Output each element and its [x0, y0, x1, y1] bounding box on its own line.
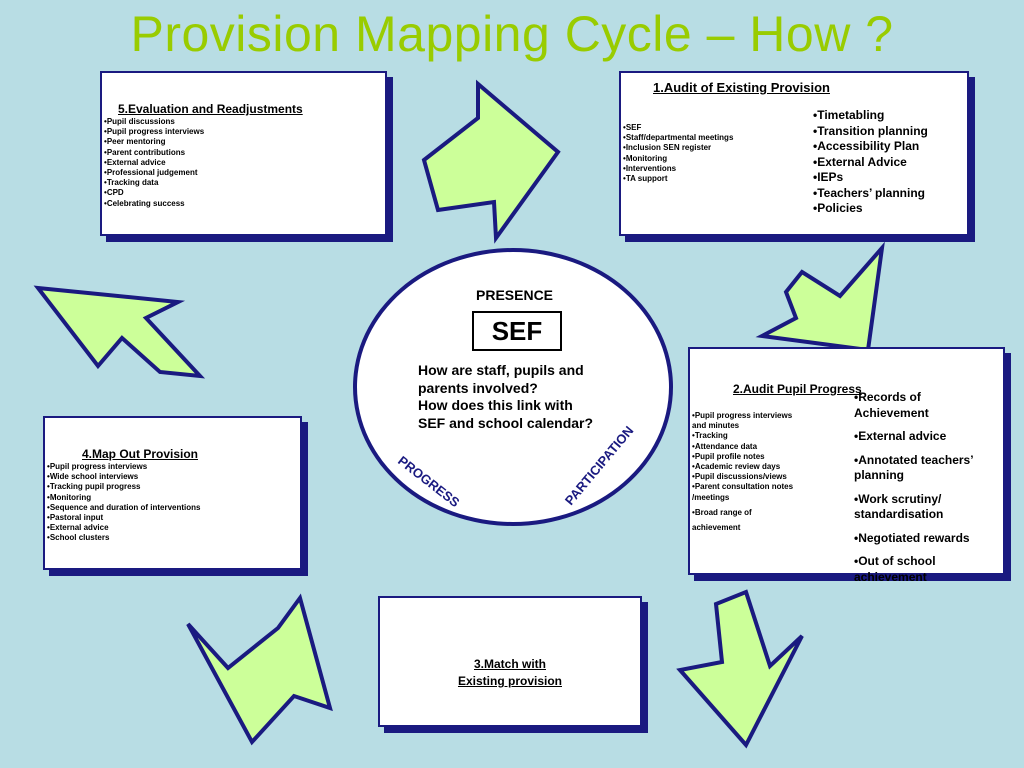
question-line: SEF and school calendar?	[418, 414, 594, 431]
list-item: Attendance data	[692, 442, 802, 452]
audit-pupil-progress-box: 2.Audit Pupil Progress Pupil progress in…	[688, 347, 1005, 584]
arrow-4-to-5	[33, 285, 206, 379]
question-line: parents involved?	[418, 379, 538, 396]
list-item: Academic review days	[692, 462, 802, 472]
audit-existing-list-right: Timetabling Transition planning Accessib…	[813, 108, 928, 217]
list-item: Tracking data	[104, 178, 204, 188]
list-item: Parent consultation notes /meetings	[692, 482, 802, 502]
list-item: External advice	[47, 523, 201, 533]
match-heading: 3.Match with Existing provision	[380, 656, 640, 690]
list-item: Out of school achievement	[854, 554, 996, 585]
list-item: Peer mentoring	[104, 137, 204, 147]
list-item: Pastoral input	[47, 513, 201, 523]
audit-existing-heading: 1.Audit of Existing Provision	[653, 80, 830, 95]
list-item: External advice	[854, 429, 996, 445]
arrow-1-to-2	[755, 241, 885, 353]
list-item: Records of Achievement	[854, 390, 996, 421]
list-item: Timetabling	[813, 108, 928, 124]
list-item: Pupil progress interviews	[47, 462, 201, 472]
list-item: Pupil discussions	[104, 117, 204, 127]
list-item: Celebrating success	[104, 199, 204, 209]
list-item: Interventions	[623, 164, 733, 174]
list-item: Tracking pupil progress	[47, 482, 201, 492]
match-provision-box: 3.Match with Existing provision	[378, 596, 642, 727]
list-item: Sequence and duration of interventions	[47, 503, 201, 513]
map-out-provision-box: 4.Map Out Provision Pupil progress inter…	[43, 416, 302, 570]
match-line-2: Existing provision	[457, 674, 562, 688]
presence-label: PRESENCE	[476, 287, 554, 303]
centre-questions: How are staff, pupils and parents involv…	[418, 362, 638, 432]
list-item: Transition planning	[813, 124, 928, 140]
list-item: TA support	[623, 174, 733, 184]
list-item: Accessibility Plan	[813, 139, 928, 155]
list-item: IEPs	[813, 170, 928, 186]
list-item: Inclusion SEN register	[623, 143, 733, 153]
audit-pupil-list-left: Pupil progress interviews and minutes Tr…	[692, 411, 802, 535]
audit-pupil-heading: 2.Audit Pupil Progress	[733, 382, 862, 396]
evaluation-box: 5.Evaluation and Readjustments Pupil dis…	[100, 71, 387, 236]
list-item: Broad range of achievement	[692, 505, 752, 535]
map-out-heading: 4.Map Out Provision	[82, 447, 199, 461]
list-item: Pupil profile notes	[692, 452, 802, 462]
list-item: SEF	[623, 123, 733, 133]
list-item: External advice	[104, 158, 204, 168]
audit-existing-list-left: SEF Staff/departmental meetings Inclusio…	[623, 123, 734, 184]
list-item: Monitoring	[47, 493, 201, 503]
list-item: Monitoring	[623, 154, 733, 164]
list-item: Teachers’ planning	[813, 186, 928, 202]
sef-label: SEF	[472, 311, 562, 351]
question-line: How are staff, pupils and	[418, 362, 584, 378]
list-item: CPD	[104, 188, 204, 198]
list-item: Pupil progress interviews	[104, 127, 204, 137]
list-item: Parent contributions	[104, 148, 204, 158]
audit-pupil-list-right: Records of Achievement External advice A…	[854, 390, 996, 593]
list-item: Work scrutiny/ standardisation	[854, 492, 996, 523]
list-item: External Advice	[813, 155, 928, 171]
list-item: Professional judgement	[104, 168, 204, 178]
list-item: Pupil progress interviews and minutes	[692, 411, 802, 431]
arrow-3-to-4	[186, 593, 333, 746]
evaluation-list: Pupil discussions Pupil progress intervi…	[104, 117, 204, 209]
evaluation-heading: 5.Evaluation and Readjustments	[118, 102, 303, 116]
list-item: Negotiated rewards	[854, 531, 996, 547]
list-item: Wide school interviews	[47, 472, 201, 482]
arrow-2-to-3	[676, 589, 804, 749]
list-item: School clusters	[47, 533, 201, 543]
list-item: Annotated teachers’ planning	[854, 453, 996, 484]
question-line: How does this link with	[418, 397, 573, 413]
audit-existing-provision-box: 1.Audit of Existing Provision SEF Staff/…	[619, 71, 969, 236]
slide-title: Provision Mapping Cycle – How ?	[130, 6, 894, 62]
list-item: Tracking	[692, 431, 802, 441]
list-item: Pupil discussions/views	[692, 472, 802, 482]
list-item: Policies	[813, 201, 928, 217]
sef-circle	[353, 248, 673, 526]
arrow-5-to-1	[421, 79, 561, 244]
map-out-list: Pupil progress interviews Wide school in…	[47, 462, 201, 544]
match-line-1: 3.Match with	[473, 657, 546, 671]
list-item: Staff/departmental meetings	[623, 133, 734, 143]
